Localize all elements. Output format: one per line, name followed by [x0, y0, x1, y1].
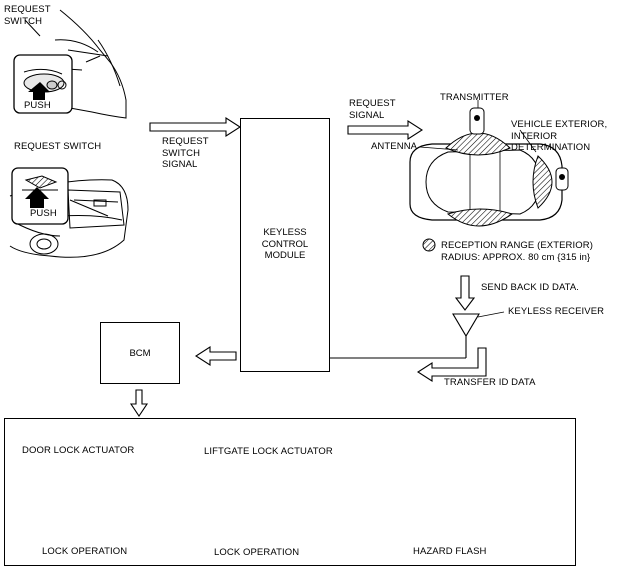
transfer-id-arrow — [416, 347, 487, 383]
push-arrow-door — [28, 82, 50, 100]
vehicle-top-view — [409, 100, 569, 227]
keyless-receiver-icon — [330, 311, 505, 359]
request-signal-label: REQUEST SIGNAL — [349, 98, 396, 121]
request-switch-signal-arrow — [149, 116, 242, 138]
antenna-label: ANTENNA — [371, 141, 418, 152]
keyless-control-module-label: KEYLESS CONTROL MODULE — [261, 227, 309, 261]
send-back-arrow — [454, 275, 476, 311]
liftgate-illustration — [9, 167, 129, 258]
reception-range-label: RECEPTION RANGE (EXTERIOR) RADIUS: APPRO… — [441, 240, 593, 263]
request-switch-liftgate-label: REQUEST SWITCH — [14, 141, 102, 152]
keyless-receiver-label: KEYLESS RECEIVER — [508, 306, 605, 317]
request-switch-door-label: REQUEST SWITCH — [4, 4, 51, 27]
lock-operation-1-label: LOCK OPERATION — [42, 546, 128, 557]
keyless-control-module-box — [240, 118, 330, 372]
push-door-label: PUSH — [24, 100, 51, 111]
reception-range-legend-icon — [422, 238, 436, 252]
hazard-flash-label: HAZARD FLASH — [413, 546, 487, 557]
to-bcm-arrow — [194, 345, 237, 367]
bcm-box — [100, 322, 180, 384]
door-lock-actuator-label: DOOR LOCK ACTUATOR — [22, 445, 135, 456]
liftgate-lock-actuator-label: LIFTGATE LOCK ACTUATOR — [204, 446, 333, 457]
transfer-id-label: TRANSFER ID DATA — [444, 377, 536, 388]
bcm-down-arrow — [129, 389, 149, 417]
actuators-box — [4, 418, 576, 566]
lock-operation-2-label: LOCK OPERATION — [214, 547, 300, 558]
bcm-label: BCM — [129, 348, 151, 359]
push-arrow-liftgate — [25, 187, 49, 208]
send-back-label: SEND BACK ID DATA. — [481, 282, 580, 293]
request-switch-signal-label: REQUEST SWITCH SIGNAL — [162, 136, 209, 170]
determination-label: VEHICLE EXTERIOR, INTERIOR DETERMINATION — [511, 119, 608, 153]
push-liftgate-label: PUSH — [30, 208, 57, 219]
request-signal-arrow — [347, 119, 424, 141]
transmitter-label: TRANSMITTER — [440, 92, 509, 103]
